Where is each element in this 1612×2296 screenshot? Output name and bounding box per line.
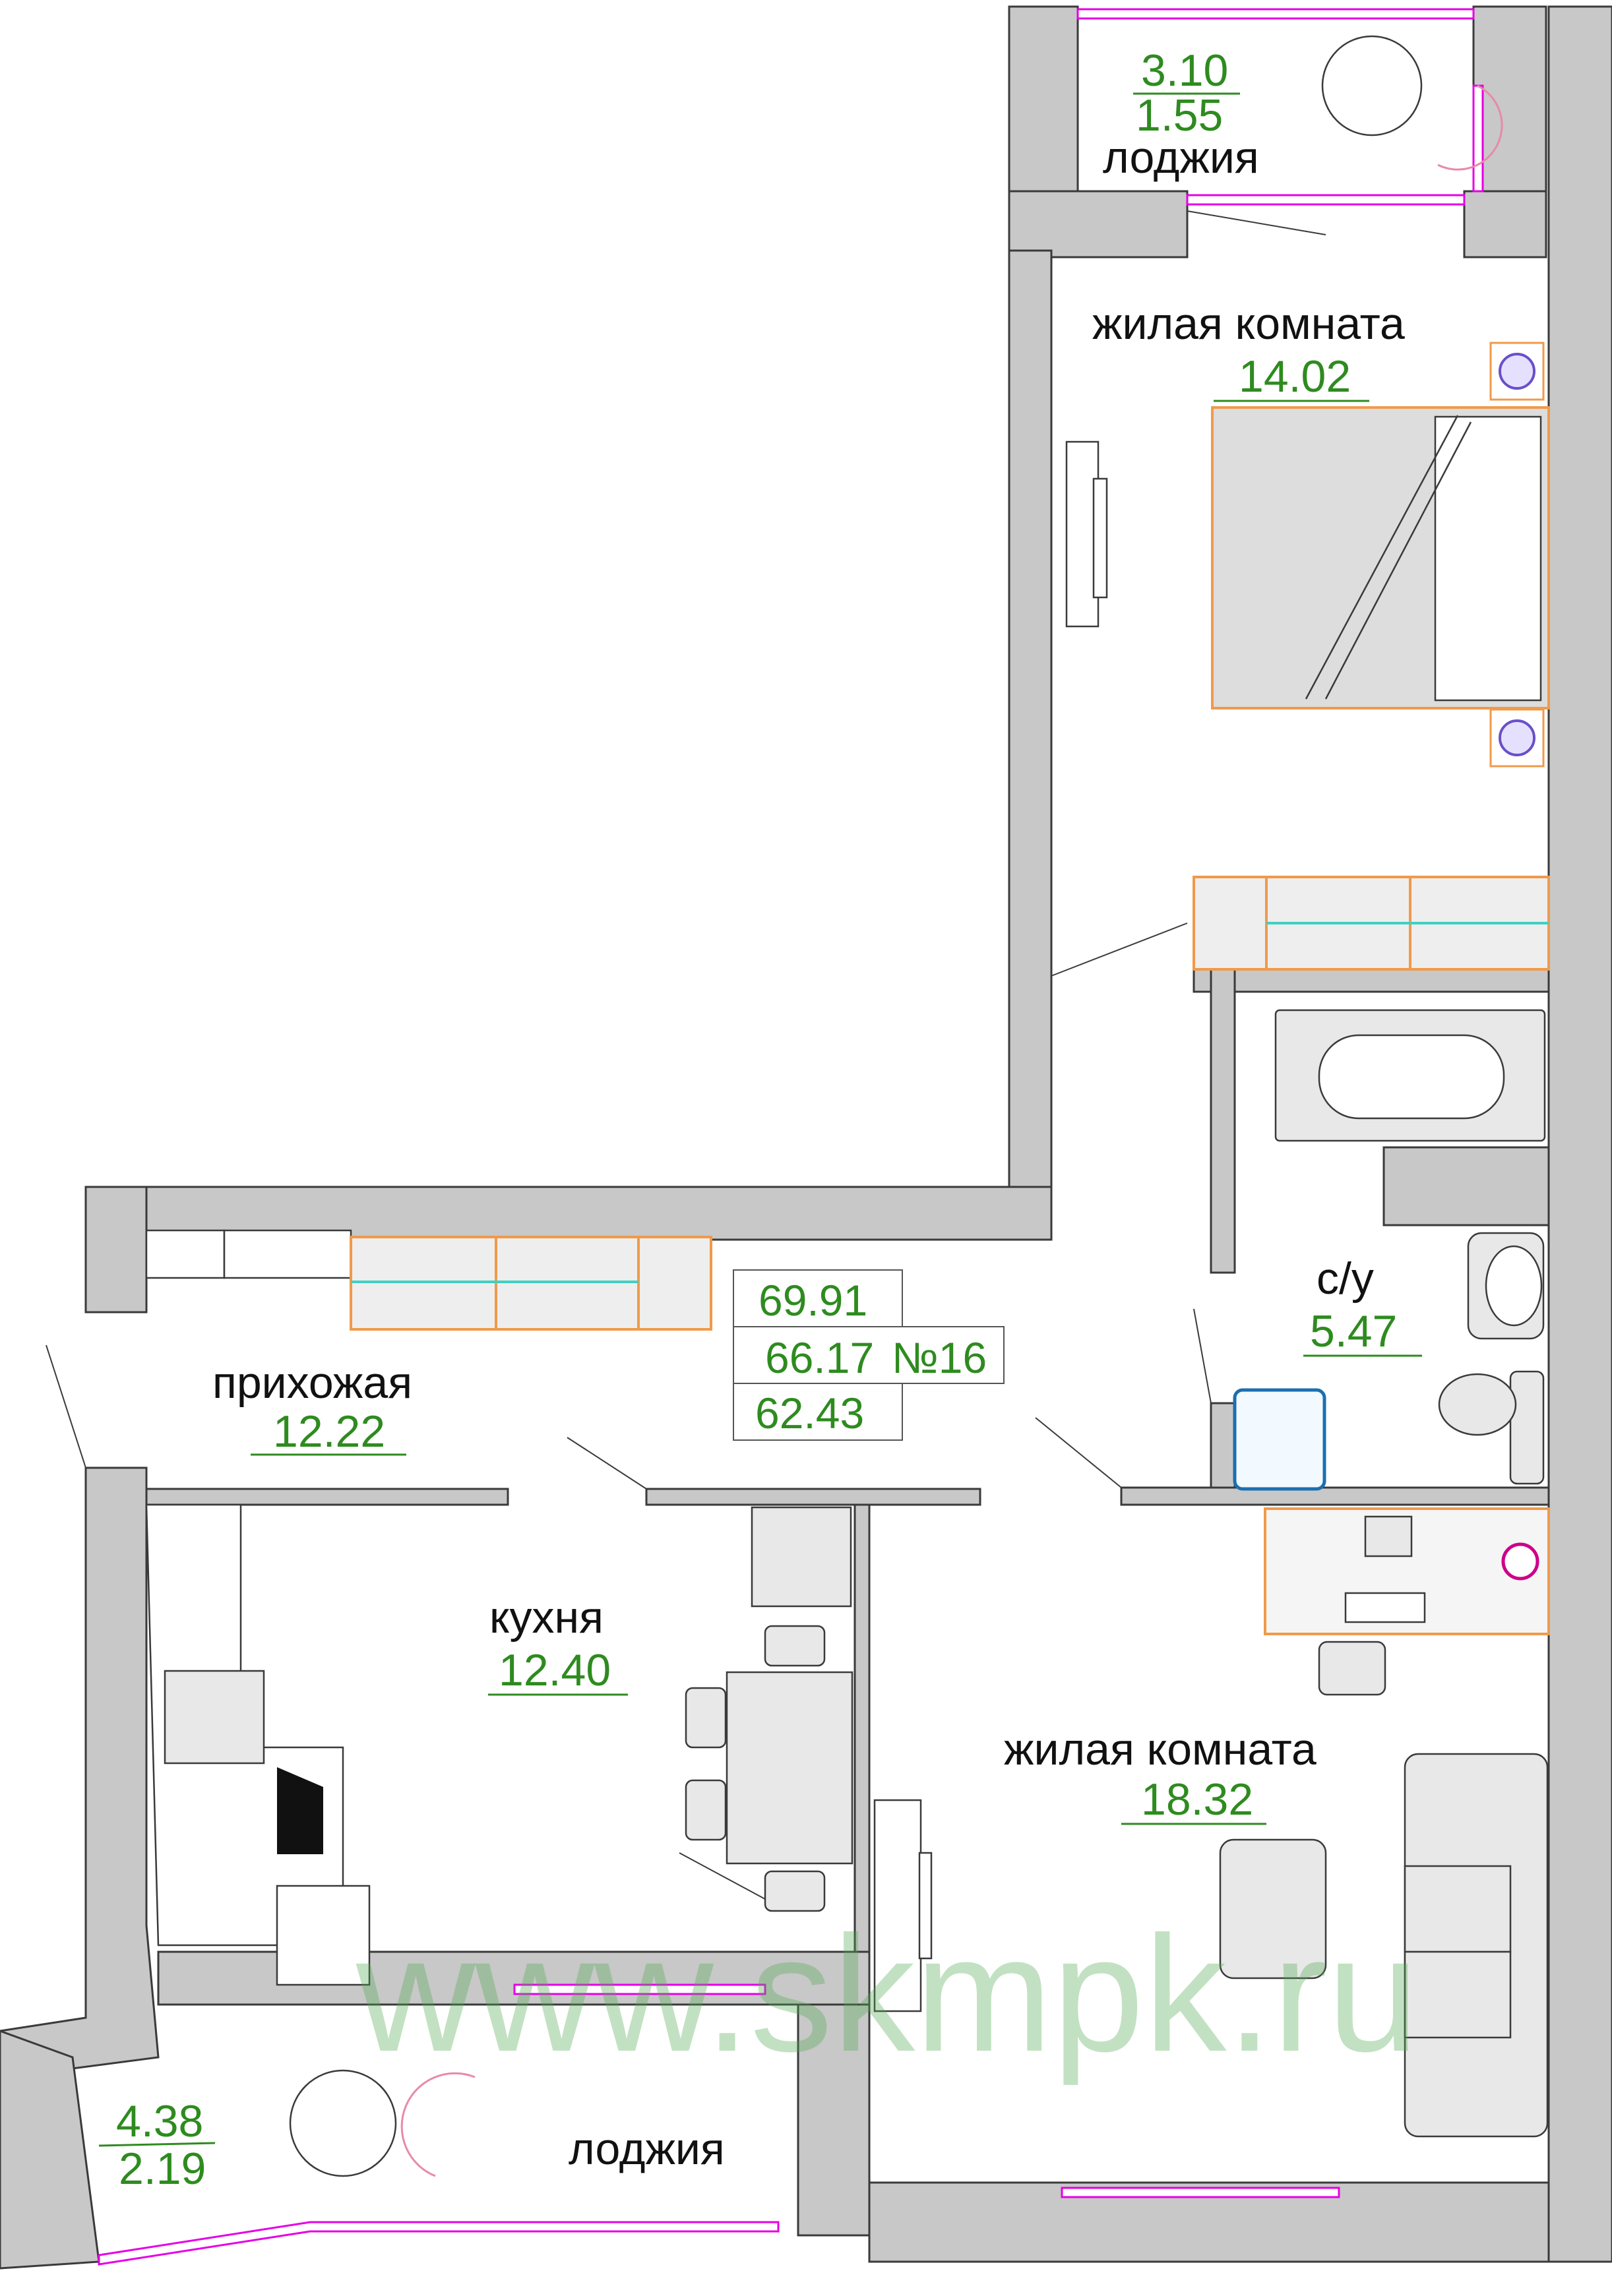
loggia-top-area-total: 3.10 xyxy=(1141,45,1228,96)
blanket-fold xyxy=(1305,415,1459,700)
bathroom-area: 5.47 xyxy=(1310,1306,1397,1356)
desk-chair xyxy=(1318,1641,1386,1696)
door-swing xyxy=(567,1437,647,1490)
loggia-bottom-label: лоджия xyxy=(569,2124,725,2174)
bathtub xyxy=(1274,1009,1546,1142)
wall-segment xyxy=(645,1488,981,1506)
wall-segment xyxy=(145,1488,509,1506)
blanket-fold xyxy=(1324,421,1472,700)
wall-segment xyxy=(797,2003,871,2237)
wall-segment xyxy=(1382,1146,1550,1226)
wall-segment xyxy=(1463,190,1547,258)
nightstand-lamp xyxy=(1489,708,1545,768)
nightstand-lamp xyxy=(1489,342,1545,401)
door-swing xyxy=(1193,1308,1212,1404)
armchair xyxy=(400,2072,476,2177)
total-area: 69.91 xyxy=(759,1276,867,1325)
bedroom-label: жилая комната xyxy=(1092,299,1405,349)
wardrobe-bedroom xyxy=(1193,876,1550,971)
hallway-area: 12.22 xyxy=(273,1406,385,1457)
wall-segment xyxy=(1193,968,1550,993)
monitor xyxy=(1364,1515,1413,1557)
keyboard xyxy=(1344,1592,1426,1623)
kitchen-area: 12.40 xyxy=(499,1645,611,1695)
desk-lamp xyxy=(1501,1542,1539,1581)
window xyxy=(1472,84,1484,193)
sink-bathroom xyxy=(1467,1232,1545,1340)
window xyxy=(1076,8,1475,20)
sofa xyxy=(1404,1753,1549,2138)
tv-unit-bedroom xyxy=(1065,440,1108,628)
loggia-bottom-area-total: 4.38 xyxy=(116,2096,203,2146)
wall-segment xyxy=(84,1186,148,1314)
armchair xyxy=(1437,84,1503,171)
wall-segment xyxy=(1210,1402,1236,1503)
washing-machine xyxy=(1233,1388,1326,1491)
loggia-top-area-reduced: 1.55 xyxy=(1136,90,1223,140)
round-table xyxy=(289,2069,397,2177)
living-area: 18.32 xyxy=(1141,1774,1253,1825)
wall-segment xyxy=(1210,968,1236,1274)
watermark: www.skmpk.ru xyxy=(356,1902,1419,2086)
tv-screen xyxy=(1092,477,1108,599)
wall-segment xyxy=(1547,5,1612,2263)
wall-segment xyxy=(1008,5,1079,209)
tv-unit-living xyxy=(873,1799,933,2012)
apartment-number: №16 xyxy=(892,1333,987,1382)
window xyxy=(1186,194,1466,206)
door-swing xyxy=(679,1852,766,1900)
loggia-bottom-area-reduced: 2.19 xyxy=(119,2144,206,2194)
toilet xyxy=(1438,1370,1545,1485)
bed-pillows xyxy=(1434,415,1542,702)
door-swing xyxy=(46,1344,86,1468)
window xyxy=(1061,2187,1340,2198)
wall-segment xyxy=(1120,1486,1550,1506)
wall-segment xyxy=(1472,5,1547,209)
wall-segment xyxy=(868,2181,1550,2263)
door-swing xyxy=(1051,922,1188,977)
walls xyxy=(0,5,1612,2270)
loggia-top-label: лоджия xyxy=(1103,133,1259,183)
hallway-cabinets xyxy=(145,1229,712,1331)
coffee-table xyxy=(1219,1838,1327,1979)
double-bed xyxy=(1211,406,1550,710)
wall-segment xyxy=(1008,249,1053,1241)
room-labels: 3.10 1.55 лоджия жилая комната 14.02 при… xyxy=(98,45,1422,2194)
apartment-summary-table: 69.91 66.17 №16 62.43 xyxy=(733,1269,1005,1441)
door-swing xyxy=(1035,1417,1122,1488)
window xyxy=(98,2221,780,2266)
wall-segment xyxy=(1008,190,1189,258)
door-swing xyxy=(1187,210,1326,235)
door-swings xyxy=(46,210,1326,1900)
bathroom-label: с/у xyxy=(1317,1254,1374,1304)
area-with-coeff: 66.17 xyxy=(765,1333,874,1382)
fraction-line xyxy=(98,2142,216,2147)
desk xyxy=(1264,1507,1550,1696)
kitchen-counter xyxy=(145,1503,852,1986)
dining-table xyxy=(685,1625,853,1912)
window xyxy=(513,1983,766,1995)
living-label: жилая комната xyxy=(1004,1724,1317,1774)
kitchen-label: кухня xyxy=(489,1592,604,1643)
living-total: 62.43 xyxy=(755,1389,864,1437)
round-table xyxy=(1321,35,1423,136)
hallway-label: прихожая xyxy=(212,1358,412,1408)
bedroom-area: 14.02 xyxy=(1239,351,1351,402)
wall-segment xyxy=(0,1466,160,2078)
